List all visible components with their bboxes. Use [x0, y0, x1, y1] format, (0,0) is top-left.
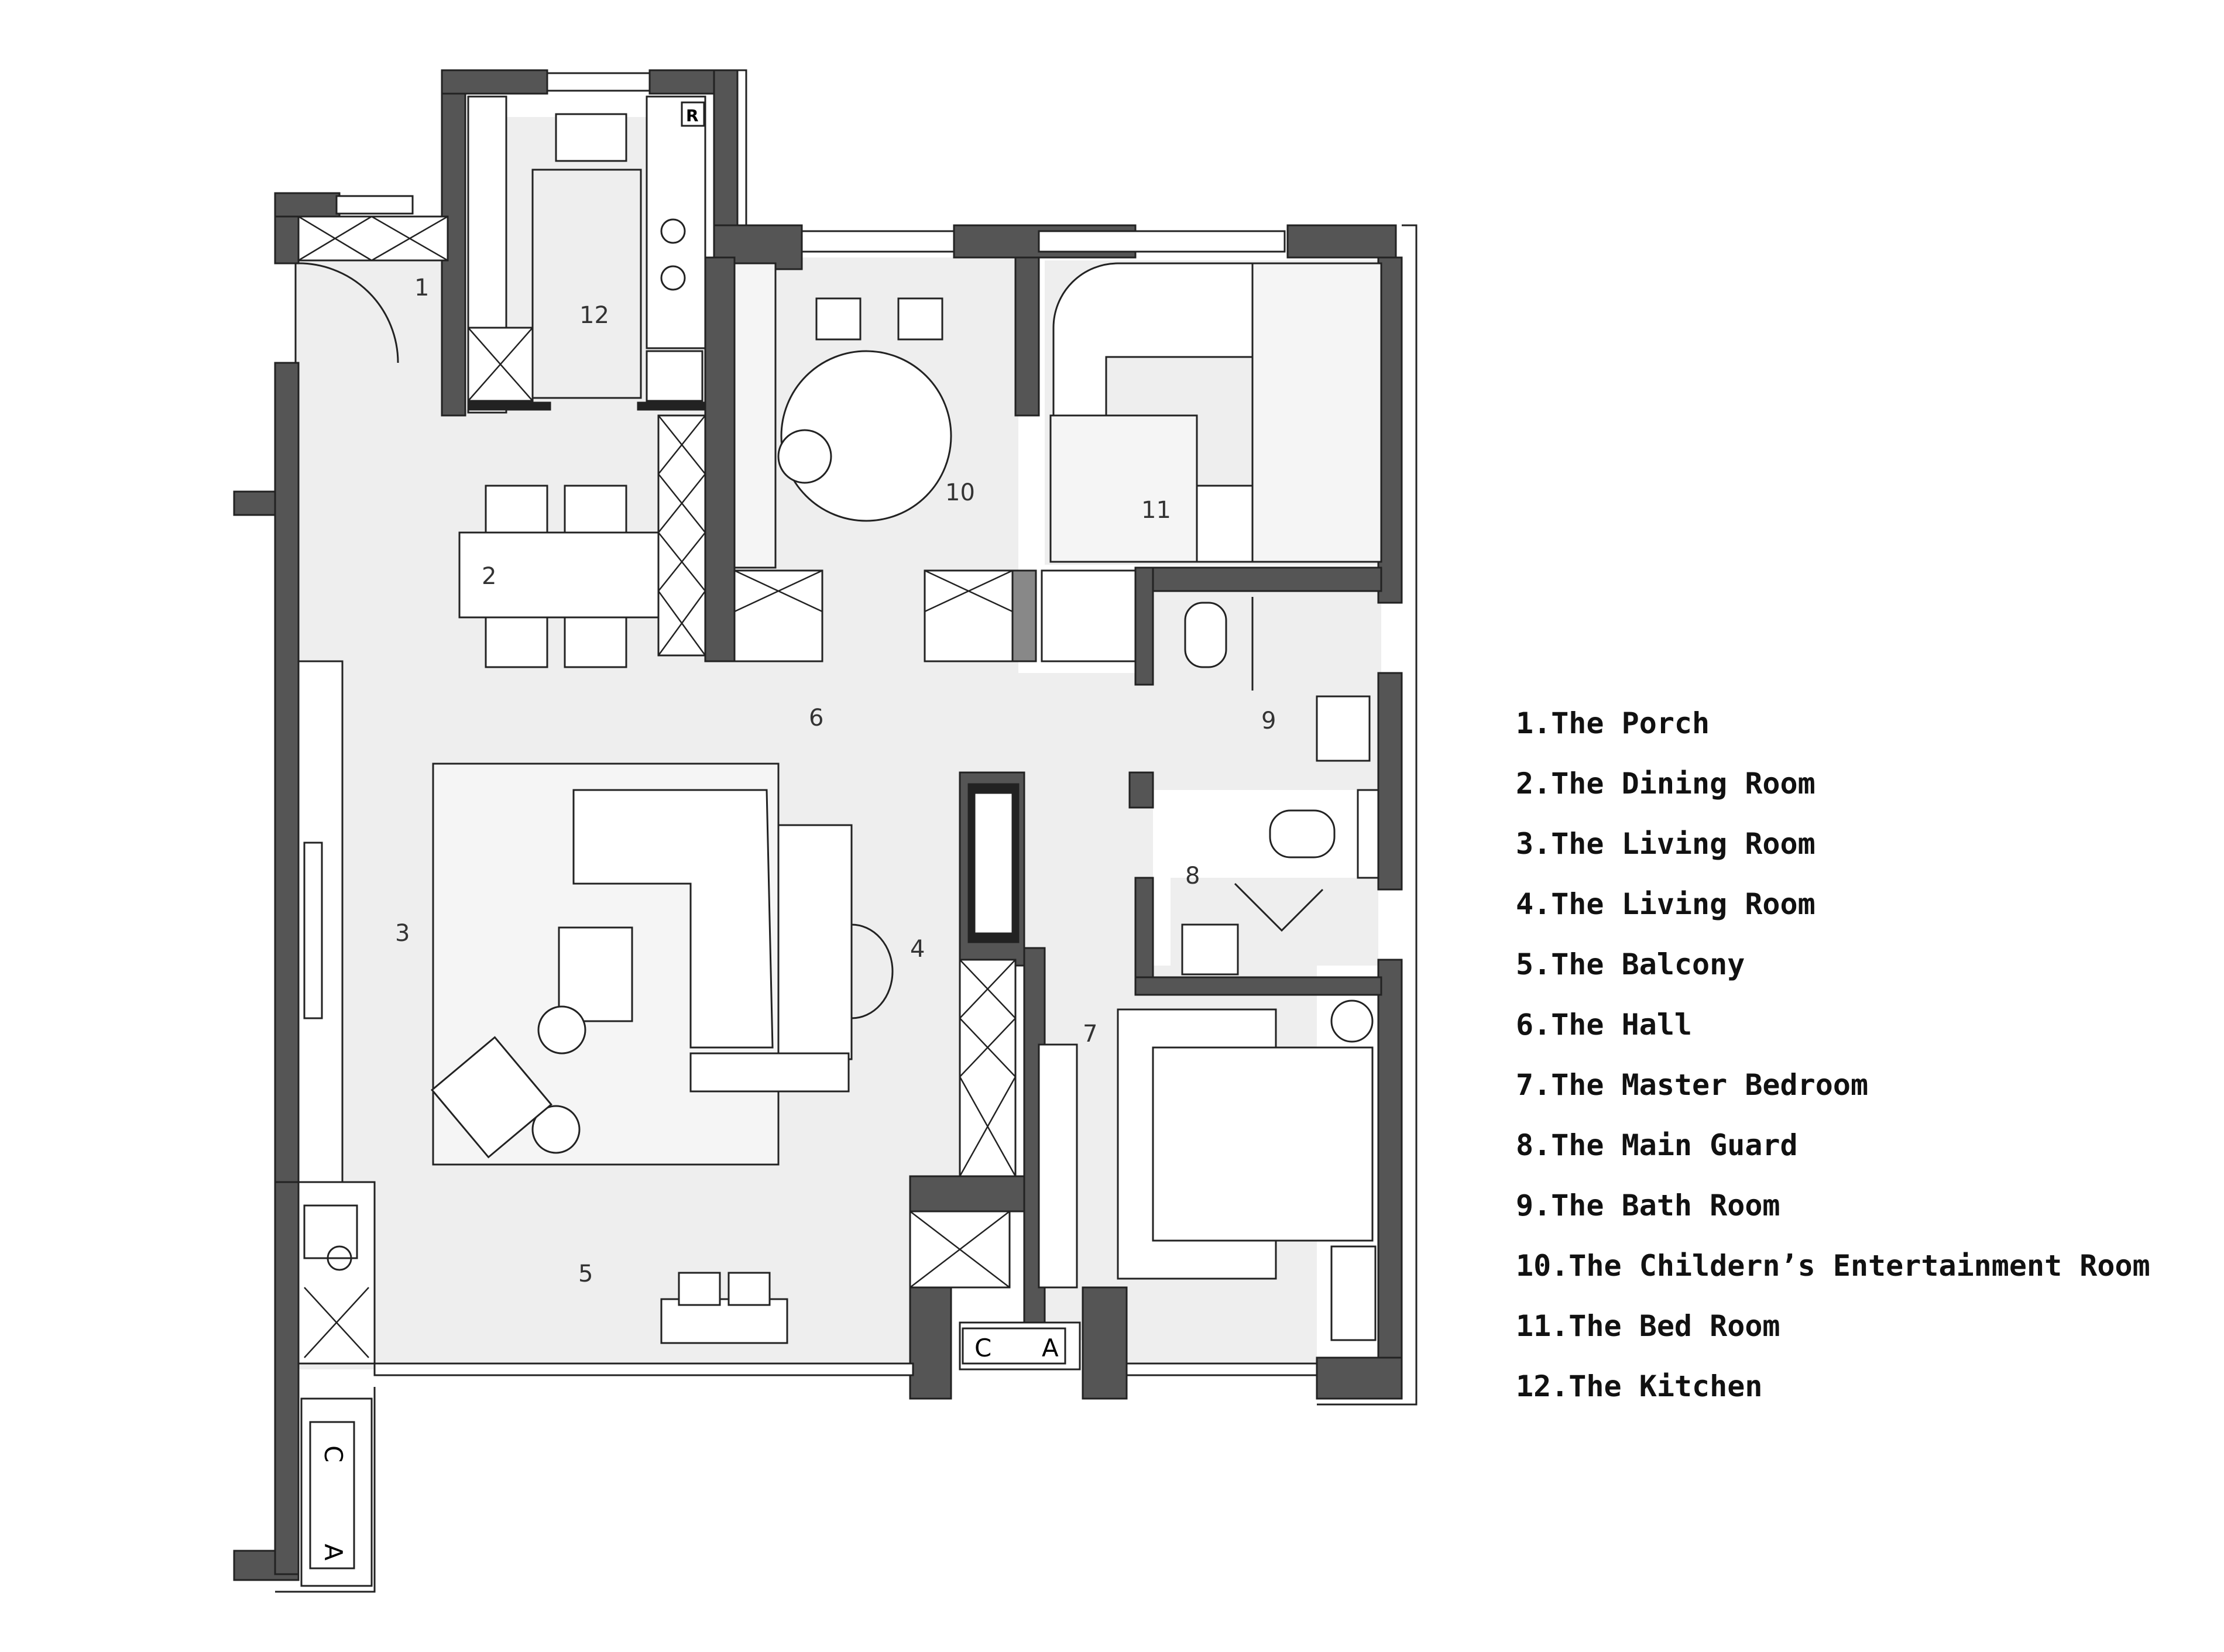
legend-item-balcony: 5.The Balcony — [1516, 947, 1745, 981]
master-bedroom-fixtures: A C — [962, 1000, 1377, 1365]
dining-fixtures — [458, 485, 660, 668]
outline — [275, 69, 1418, 1593]
guard-fixtures — [1181, 789, 1379, 976]
room-number-1: 1 — [414, 274, 429, 301]
room-legend: 1.The Porch 2.The Dining Room 3.The Livi… — [1516, 693, 2150, 1417]
ac-label-c-top: C — [974, 1334, 991, 1362]
legend-item-bath-room: 9.The Bath Room — [1516, 1189, 1780, 1222]
ac-label-a-bottom: A — [319, 1544, 348, 1561]
room-number-12: 12 — [579, 302, 609, 329]
room-number-8: 8 — [1185, 863, 1200, 889]
room-number-4: 4 — [910, 936, 925, 963]
living-fixtures — [297, 660, 894, 1365]
bedroom-fixtures — [1049, 262, 1382, 563]
room-number-3: 3 — [395, 920, 410, 947]
legend-item-kitchen: 12.The Kitchen — [1516, 1369, 1763, 1403]
porch-fixtures — [294, 215, 449, 363]
legend-item-entertainment-room: 10.The Childern’s Entertainment Room — [1516, 1249, 2150, 1283]
room-number-6: 6 — [809, 705, 823, 731]
room-number-9: 9 — [1261, 707, 1276, 734]
room-number-5: 5 — [578, 1261, 593, 1287]
legend-item-living-room-3: 3.The Living Room — [1516, 827, 1815, 861]
bathroom-fixtures — [1184, 597, 1371, 762]
room-number-2: 2 — [482, 563, 496, 590]
ac-label-a-top: A — [1042, 1334, 1059, 1362]
room-number-7: 7 — [1083, 1021, 1097, 1047]
room-number-11: 11 — [1141, 497, 1171, 524]
legend-item-master-bedroom: 7.The Master Bedroom — [1516, 1068, 1869, 1102]
room-numbers: 1 2 3 4 5 6 7 8 9 10 11 12 — [395, 274, 1276, 1287]
legend-item-bed-room: 11.The Bed Room — [1516, 1309, 1780, 1343]
legend-item-dining-room: 2.The Dining Room — [1516, 767, 1815, 801]
legend-item-porch: 1.The Porch — [1516, 706, 1710, 740]
room-number-10: 10 — [945, 479, 975, 506]
legend-item-main-guard: 8.The Main Guard — [1516, 1128, 1798, 1162]
legend-item-living-room-4: 4.The Living Room — [1516, 887, 1815, 921]
children-room-fixtures — [733, 262, 1137, 662]
legend-item-hall: 6.The Hall — [1516, 1008, 1693, 1042]
ac-label-c-bottom: C — [319, 1445, 348, 1462]
balcony-fixtures: A C — [300, 1272, 788, 1587]
fridge-mark: R — [686, 106, 699, 125]
